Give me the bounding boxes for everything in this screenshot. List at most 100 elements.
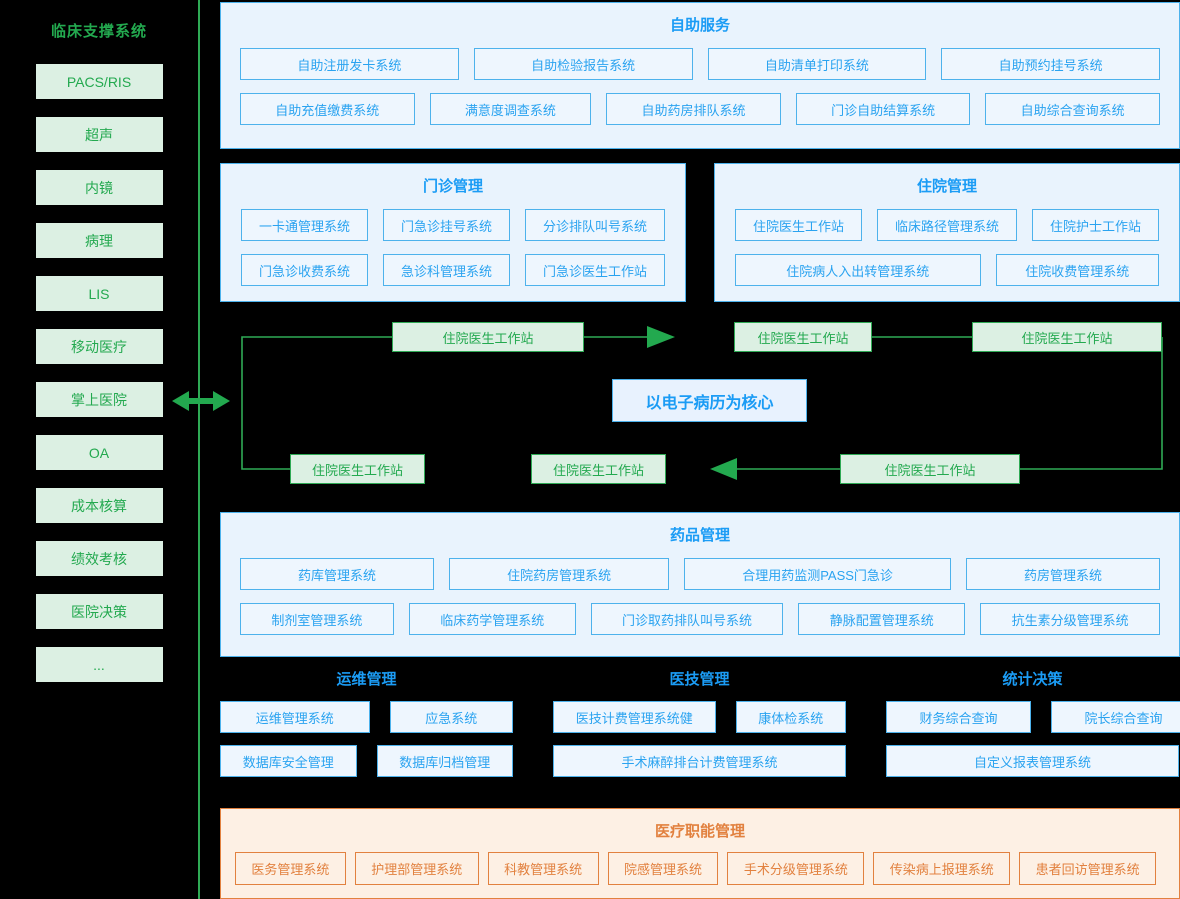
outpatient-row-2: 门急诊收费系统 急诊科管理系统 门急诊医生工作站: [221, 254, 685, 286]
chip-patient-followup[interactable]: 患者回访管理系统: [1019, 852, 1157, 885]
sidebar-item-hospital-decision[interactable]: 医院决策: [35, 594, 163, 629]
sidebar-item-more[interactable]: ...: [35, 647, 163, 682]
clinical-support-sidebar: 临床支撑系统 PACS/RIS 超声 内镜 病理 LIS 移动医疗 掌上医院 O…: [0, 0, 200, 899]
statistics-row-1: 财务综合查询 院长综合查询: [886, 701, 1180, 733]
chip-self-registration-card[interactable]: 自助注册发卡系统: [240, 48, 459, 80]
chip-infectious-disease-report[interactable]: 传染病上报理系统: [873, 852, 1011, 885]
chip-medtech-billing[interactable]: 医技计费管理系统健: [553, 701, 716, 733]
chip-db-security[interactable]: 数据库安全管理: [220, 745, 357, 777]
operations-row-2: 数据库安全管理 数据库归档管理: [220, 745, 513, 777]
chip-db-archive[interactable]: 数据库归档管理: [376, 745, 513, 777]
cycle-node-bottom-right[interactable]: 住院医生工作站: [840, 454, 1020, 484]
statistics-row-2: 自定义报表管理系统: [886, 745, 1180, 777]
panel-inpatient-management: 住院管理 住院医生工作站 临床路径管理系统 住院护士工作站 住院病人入出转管理系…: [714, 163, 1180, 302]
chip-president-query[interactable]: 院长综合查询: [1051, 701, 1180, 733]
chip-self-comprehensive-query[interactable]: 自助综合查询系统: [985, 93, 1160, 125]
chip-inpatient-pharmacy[interactable]: 住院药房管理系统: [449, 558, 670, 590]
chip-triage-queue-call[interactable]: 分诊排队叫号系统: [525, 209, 665, 241]
sidebar-item-lis[interactable]: LIS: [35, 276, 163, 311]
group-operations-management: 运维管理 运维管理系统 应急系统 数据库安全管理 数据库归档管理: [220, 668, 513, 777]
panel-self-service: 自助服务 自助注册发卡系统 自助检验报告系统 自助清单打印系统 自助预约挂号系统…: [220, 2, 1180, 149]
chip-anesthesia-scheduling-billing[interactable]: 手术麻醉排台计费管理系统: [553, 745, 846, 777]
chip-preparation-room[interactable]: 制剂室管理系统: [240, 603, 394, 635]
chip-custom-report[interactable]: 自定义报表管理系统: [886, 745, 1179, 777]
panel-title-inpatient: 住院管理: [916, 178, 977, 195]
sidebar-item-performance[interactable]: 绩效考核: [35, 541, 163, 576]
chip-health-checkup[interactable]: 康体检系统: [735, 701, 846, 733]
chip-outpatient-charging[interactable]: 门急诊收费系统: [241, 254, 368, 286]
chip-medical-affairs[interactable]: 医务管理系统: [235, 852, 346, 885]
sidebar-item-ultrasound[interactable]: 超声: [35, 117, 163, 152]
self-service-row-1: 自助注册发卡系统 自助检验报告系统 自助清单打印系统 自助预约挂号系统: [221, 48, 1179, 80]
sidebar-item-palm-hospital[interactable]: 掌上医院: [35, 382, 163, 417]
medical-function-row: 医务管理系统 护理部管理系统 科教管理系统 院感管理系统 手术分级管理系统 传染…: [221, 852, 1179, 885]
chip-surgery-grading[interactable]: 手术分级管理系统: [727, 852, 865, 885]
panel-outpatient-management: 门诊管理 一卡通管理系统 门急诊挂号系统 分诊排队叫号系统 门急诊收费系统 急诊…: [220, 163, 686, 302]
group-statistics-decision: 统计决策 财务综合查询 院长综合查询 自定义报表管理系统: [886, 668, 1180, 777]
chip-pass-rational-drug-use[interactable]: 合理用药监测PASS门急诊: [684, 558, 951, 590]
panel-title-outpatient: 门诊管理: [422, 178, 483, 195]
chip-self-recharge[interactable]: 自助充值缴费系统: [240, 93, 415, 125]
cycle-node-top-right[interactable]: 住院医生工作站: [972, 322, 1162, 352]
cycle-node-top-mid[interactable]: 住院医生工作站: [734, 322, 872, 352]
cycle-node-bottom-mid[interactable]: 住院医生工作站: [531, 454, 666, 484]
emr-core-cycle-diagram: 住院医生工作站 住院医生工作站 住院医生工作站 住院医生工作站 住院医生工作站 …: [220, 312, 1180, 500]
chip-infection-control[interactable]: 院感管理系统: [607, 852, 719, 885]
inpatient-row-1: 住院医生工作站 临床路径管理系统 住院护士工作站: [715, 209, 1179, 241]
chip-clinical-pharmacy[interactable]: 临床药学管理系统: [408, 603, 576, 635]
drug-row-1: 药库管理系统 住院药房管理系统 合理用药监测PASS门急诊 药房管理系统: [221, 558, 1179, 590]
sidebar-item-pacs-ris[interactable]: PACS/RIS: [35, 64, 163, 99]
sidebar-item-oa[interactable]: OA: [35, 435, 163, 470]
chip-ops-management-system[interactable]: 运维管理系统: [220, 701, 370, 733]
chip-outpatient-doctor-workstation[interactable]: 门急诊医生工作站: [525, 254, 665, 286]
chip-clinical-pathway[interactable]: 临床路径管理系统: [877, 209, 1017, 241]
group-title-medtech: 医技管理: [669, 671, 730, 688]
chip-one-card-management[interactable]: 一卡通管理系统: [241, 209, 368, 241]
sidebar-item-mobile-medical[interactable]: 移动医疗: [35, 329, 163, 364]
panel-medical-function-management: 医疗职能管理 医务管理系统 护理部管理系统 科教管理系统 院感管理系统 手术分级…: [220, 808, 1180, 899]
panel-title-self-service: 自助服务: [669, 17, 730, 34]
chip-pharmacy-management[interactable]: 药房管理系统: [965, 558, 1161, 590]
chip-self-appointment[interactable]: 自助预约挂号系统: [941, 48, 1160, 80]
chip-nursing-dept[interactable]: 护理部管理系统: [354, 852, 479, 885]
chip-emergency-system[interactable]: 应急系统: [389, 701, 513, 733]
chip-emergency-dept-management[interactable]: 急诊科管理系统: [383, 254, 510, 286]
sidebar-item-cost-accounting[interactable]: 成本核算: [35, 488, 163, 523]
chip-outpatient-registration[interactable]: 门急诊挂号系统: [383, 209, 510, 241]
cycle-arrow-right-icon: [647, 326, 675, 348]
emr-core-label: 以电子病历为核心: [612, 379, 807, 422]
chip-self-pharmacy-queue[interactable]: 自助药房排队系统: [606, 93, 781, 125]
medtech-row-2: 手术麻醉排台计费管理系统: [553, 745, 846, 777]
panel-title-drug: 药品管理: [669, 527, 730, 544]
chip-outpatient-drug-queue[interactable]: 门诊取药排队叫号系统: [590, 603, 784, 635]
sidebar-item-pathology[interactable]: 病理: [35, 223, 163, 258]
chip-self-lab-report[interactable]: 自助检验报告系统: [473, 48, 693, 80]
main-architecture-area: 自助服务 自助注册发卡系统 自助检验报告系统 自助清单打印系统 自助预约挂号系统…: [220, 0, 1180, 899]
group-title-operations: 运维管理: [336, 671, 397, 688]
chip-inpatient-admission-transfer[interactable]: 住院病人入出转管理系统: [735, 254, 981, 286]
chip-self-bill-print[interactable]: 自助清单打印系统: [707, 48, 927, 80]
inpatient-row-2: 住院病人入出转管理系统 住院收费管理系统: [715, 254, 1179, 286]
group-title-statistics: 统计决策: [1002, 671, 1063, 688]
chip-outpatient-self-settlement[interactable]: 门诊自助结算系统: [795, 93, 971, 125]
chip-finance-query[interactable]: 财务综合查询: [886, 701, 1031, 733]
double-arrow-horizontal-icon: [172, 388, 230, 414]
cycle-node-bottom-left[interactable]: 住院医生工作站: [290, 454, 425, 484]
chip-education-research[interactable]: 科教管理系统: [487, 852, 599, 885]
cycle-node-top-left[interactable]: 住院医生工作站: [392, 322, 584, 352]
self-service-row-2: 自助充值缴费系统 满意度调查系统 自助药房排队系统 门诊自助结算系统 自助综合查…: [221, 93, 1179, 125]
drug-row-2: 制剂室管理系统 临床药学管理系统 门诊取药排队叫号系统 静脉配置管理系统 抗生素…: [221, 603, 1179, 635]
chip-satisfaction-survey[interactable]: 满意度调查系统: [429, 93, 592, 125]
medtech-row-1: 医技计费管理系统健 康体检系统: [553, 701, 846, 733]
sidebar-title: 临床支撑系统: [50, 23, 147, 40]
chip-drug-warehouse[interactable]: 药库管理系统: [240, 558, 435, 590]
chip-iv-admixture[interactable]: 静脉配置管理系统: [798, 603, 966, 635]
outpatient-row-1: 一卡通管理系统 门急诊挂号系统 分诊排队叫号系统: [221, 209, 685, 241]
chip-inpatient-doctor-workstation[interactable]: 住院医生工作站: [735, 209, 862, 241]
cycle-arrow-left-icon: [710, 458, 737, 480]
chip-inpatient-nurse-workstation[interactable]: 住院护士工作站: [1032, 209, 1159, 241]
chip-inpatient-charging[interactable]: 住院收费管理系统: [995, 254, 1159, 286]
sidebar-item-endoscopy[interactable]: 内镜: [35, 170, 163, 205]
panel-drug-management: 药品管理 药库管理系统 住院药房管理系统 合理用药监测PASS门急诊 药房管理系…: [220, 512, 1180, 657]
chip-antibiotic-grading[interactable]: 抗生素分级管理系统: [980, 603, 1160, 635]
